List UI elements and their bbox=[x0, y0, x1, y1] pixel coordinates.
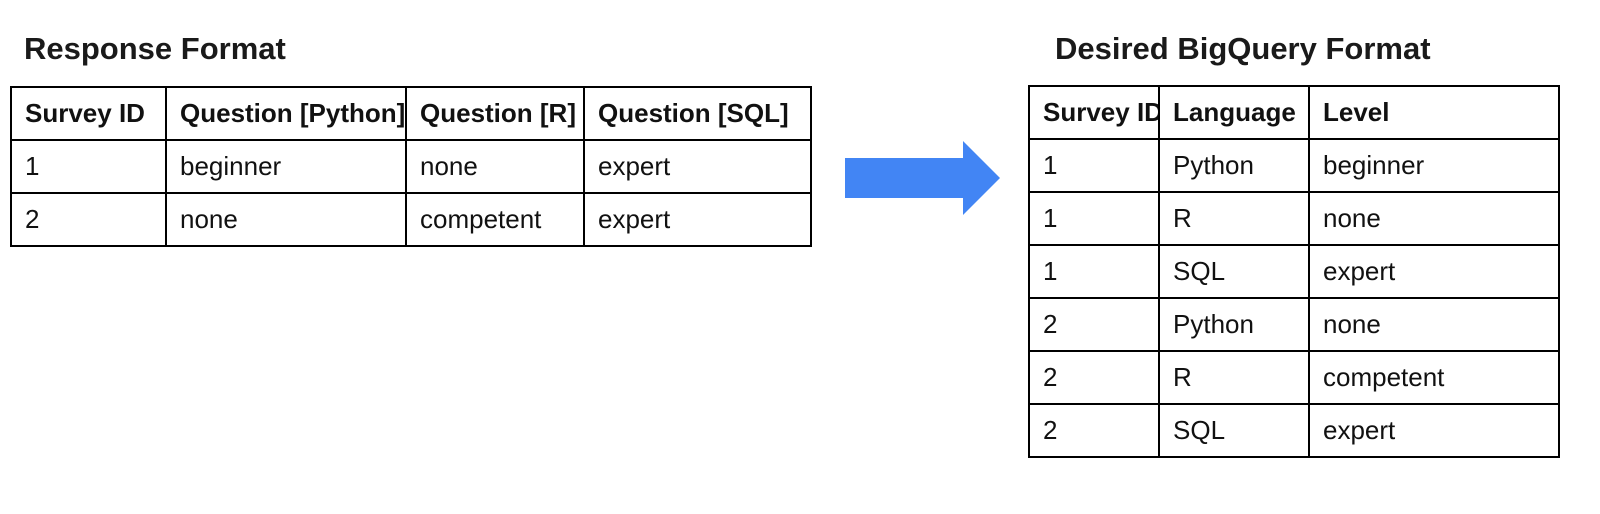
table-cell: 2 bbox=[1028, 350, 1160, 405]
column-header: Survey ID bbox=[10, 86, 167, 141]
table-cell: 1 bbox=[10, 139, 167, 194]
response-format-title: Response Format bbox=[24, 31, 286, 66]
table-cell: expert bbox=[583, 139, 812, 194]
column-header: Question [SQL] bbox=[583, 86, 812, 141]
right-arrow-icon bbox=[845, 141, 1000, 215]
table-cell: 1 bbox=[1028, 191, 1160, 246]
column-header: Question [Python] bbox=[165, 86, 407, 141]
table-cell: SQL bbox=[1158, 244, 1310, 299]
table-cell: none bbox=[405, 139, 585, 194]
table-cell: expert bbox=[1308, 403, 1560, 458]
table-cell: 2 bbox=[1028, 297, 1160, 352]
table-cell: competent bbox=[1308, 350, 1560, 405]
table-cell: expert bbox=[1308, 244, 1560, 299]
table-cell: 1 bbox=[1028, 244, 1160, 299]
table-cell: beginner bbox=[165, 139, 407, 194]
table-cell: R bbox=[1158, 191, 1310, 246]
bigquery-format-title: Desired BigQuery Format bbox=[1055, 31, 1431, 66]
table-cell: 2 bbox=[10, 192, 167, 247]
table-cell: Python bbox=[1158, 138, 1310, 193]
column-header: Language bbox=[1158, 85, 1310, 140]
table-cell: none bbox=[1308, 297, 1560, 352]
table-cell: none bbox=[165, 192, 407, 247]
table-cell: R bbox=[1158, 350, 1310, 405]
table-cell: expert bbox=[583, 192, 812, 247]
table-cell: 1 bbox=[1028, 138, 1160, 193]
table-cell: competent bbox=[405, 192, 585, 247]
table-cell: SQL bbox=[1158, 403, 1310, 458]
table-cell: 2 bbox=[1028, 403, 1160, 458]
column-header: Survey ID bbox=[1028, 85, 1160, 140]
table-cell: Python bbox=[1158, 297, 1310, 352]
column-header: Question [R] bbox=[405, 86, 585, 141]
table-cell: beginner bbox=[1308, 138, 1560, 193]
table-cell: none bbox=[1308, 191, 1560, 246]
column-header: Level bbox=[1308, 85, 1560, 140]
